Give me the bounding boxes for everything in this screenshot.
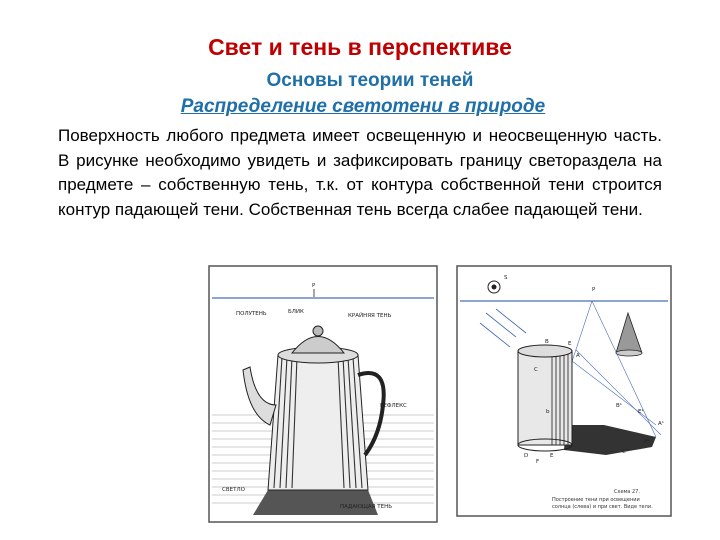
label-b: B <box>545 339 549 345</box>
label-highlight: БЛИК <box>288 309 304 315</box>
body-paragraph: Поверхность любого предмета имеет освеще… <box>58 126 662 219</box>
teapot-illustration: P ПОЛУТЕНЬ БЛИК КРАЙНЯЯ ТЕНЬ РЕФЛЕКС СВЕ… <box>208 265 438 523</box>
label-c1: C¹ <box>622 448 628 455</box>
label-e-low: E <box>550 453 554 459</box>
section-heading: Распределение светотени в природе <box>180 96 546 117</box>
caption-line3: солнца (слева) и при свет. Виде тели. <box>552 504 653 510</box>
label-cast-shadow: ПАДАЮЩАЯ ТЕНЬ <box>340 504 392 510</box>
slide-title: Свет и тень в перспективе <box>208 34 512 60</box>
cylinder-shading <box>551 353 569 445</box>
label-f: F <box>536 459 539 465</box>
label-p: P <box>312 283 316 289</box>
cylinder-body <box>517 350 573 446</box>
label-b1: B¹ <box>616 402 622 409</box>
label-a: A <box>576 353 580 359</box>
label-p: P <box>592 287 596 293</box>
label-penumbra: ПОЛУТЕНЬ <box>236 311 267 317</box>
cast-shadow <box>253 490 378 515</box>
teapot-figure: P ПОЛУТЕНЬ БЛИК КРАЙНЯЯ ТЕНЬ РЕФЛЕКС СВЕ… <box>208 265 438 523</box>
label-s: S <box>504 275 508 281</box>
slide-subtitle: Основы теории теней <box>266 70 474 91</box>
label-light: СВЕТЛО <box>222 487 246 493</box>
label-a1: A¹ <box>658 420 664 427</box>
pot-spout <box>242 366 277 426</box>
pot-handle <box>357 371 386 457</box>
sun-rays <box>479 308 527 348</box>
cylinder-illustration: S P B E A C b B¹ <box>456 265 672 517</box>
label-p1: P¹ <box>644 438 650 445</box>
label-d: D <box>524 453 528 459</box>
label-reflex: РЕФЛЕКС <box>380 403 407 409</box>
caption-line2: Построение тени при освещении <box>552 497 640 503</box>
label-e: E <box>568 341 572 347</box>
cylinder-top <box>517 344 573 358</box>
label-c: C <box>534 367 538 373</box>
sun-icon <box>487 280 501 294</box>
label-e1: E¹ <box>638 408 644 415</box>
caption-line1: Схема 27. <box>614 489 640 495</box>
pot-lid <box>290 336 346 354</box>
cast-shadow <box>564 425 656 455</box>
label-core-shadow: КРАЙНЯЯ ТЕНЬ <box>348 312 392 319</box>
cylinder-figure: S P B E A C b B¹ <box>456 265 672 517</box>
lid-knob <box>312 325 324 337</box>
pot-shading <box>273 356 363 489</box>
label-b-low: b <box>546 409 550 415</box>
